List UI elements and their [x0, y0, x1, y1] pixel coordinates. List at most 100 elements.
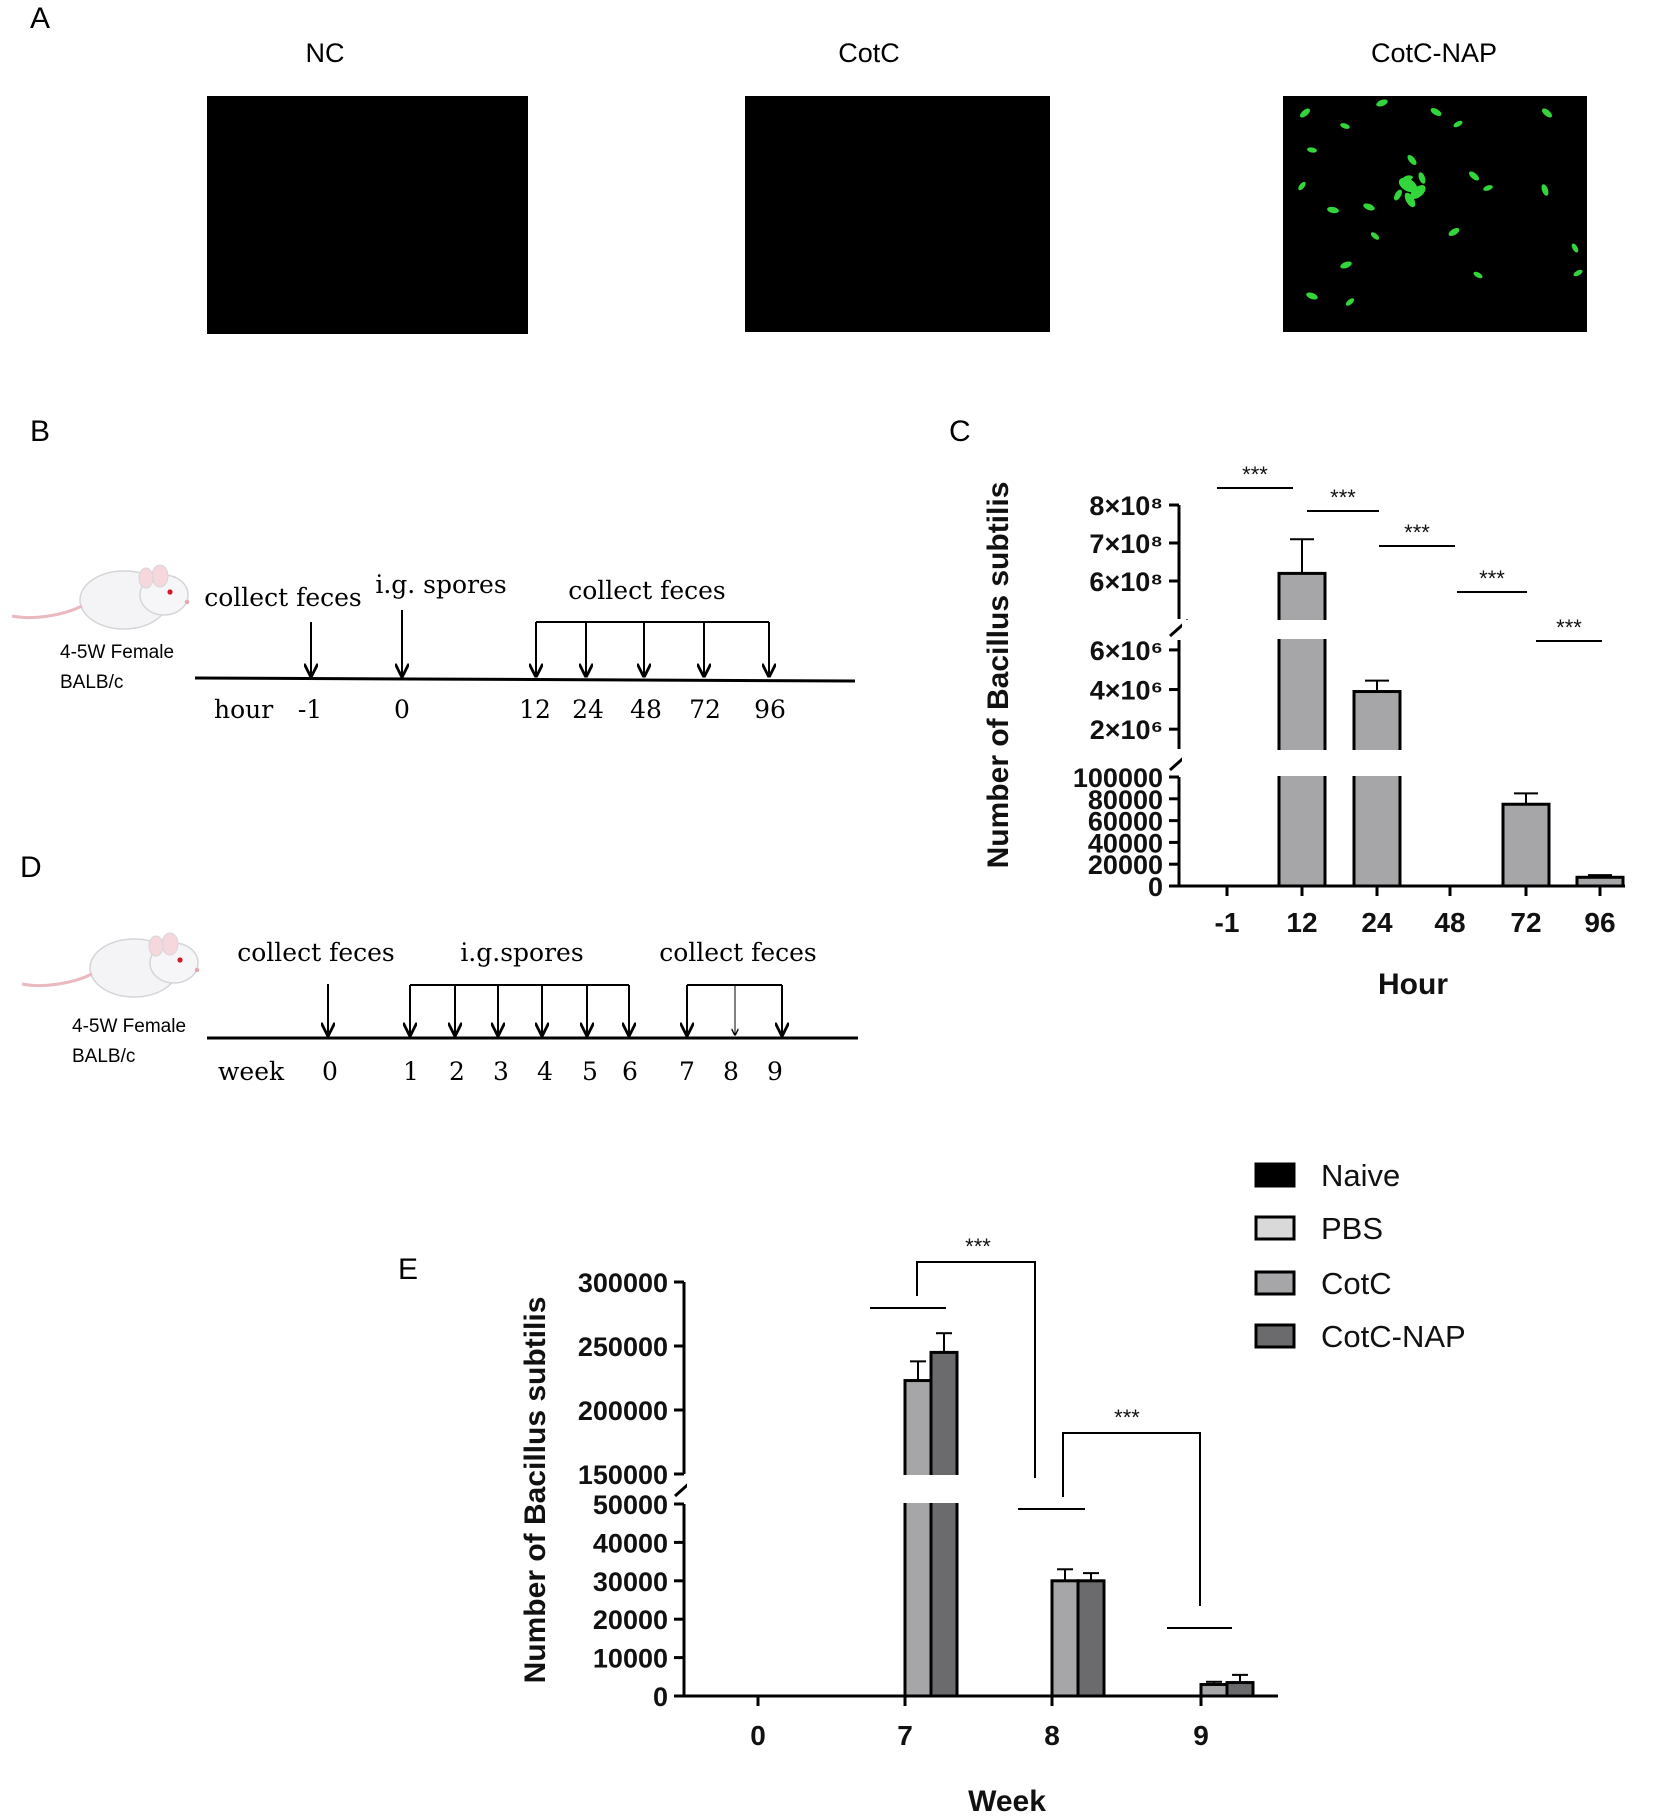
significance-bracket — [916, 1261, 1036, 1478]
timeline-tick: 0 — [322, 1057, 338, 1086]
significance-label: *** — [965, 1234, 991, 1259]
timeline-tick: 3 — [493, 1057, 509, 1086]
collect-feces-label-2: collect feces — [659, 938, 817, 967]
y-tick-label: 40000 — [1088, 828, 1163, 858]
mouse-label-line1: 4-5W Female — [72, 1016, 186, 1037]
timeline-axis-label: week — [218, 1057, 285, 1086]
bar — [1501, 802, 1551, 888]
bar — [1050, 1579, 1080, 1698]
legend-swatch — [1254, 1215, 1296, 1241]
x-tick-label: 7 — [897, 1720, 913, 1751]
legend-label: PBS — [1321, 1211, 1383, 1246]
panel-label-b: B — [30, 415, 50, 448]
x-tick-label: 96 — [1584, 907, 1615, 938]
y-tick-label: 0 — [653, 1682, 668, 1712]
x-axis-label: Week — [968, 1785, 1046, 1816]
micrograph-cotc — [745, 96, 1050, 332]
x-tick-label: 48 — [1434, 907, 1465, 938]
x-axis-label: Hour — [1378, 968, 1448, 1001]
x-tick-label: 8 — [1044, 1720, 1060, 1751]
legend-label: Naive — [1321, 1158, 1400, 1193]
x-tick-label: 9 — [1193, 1720, 1209, 1751]
y-tick-label: 300000 — [578, 1268, 668, 1298]
mouse-illustration — [11, 564, 190, 630]
panel-b-timeline: 4-5W Female BALB/c collect feces i.g. sp… — [11, 564, 856, 724]
micrograph-nc — [207, 96, 528, 334]
panel-a: NC CotC CotC-NAP — [207, 38, 1587, 334]
ig-spores-label: i.g.spores — [460, 938, 583, 967]
timeline-tick: -1 — [298, 695, 322, 724]
y-tick-label: 200000 — [578, 1396, 668, 1426]
y-tick-label: 8×10⁸ — [1089, 491, 1163, 521]
significance-label: *** — [1556, 615, 1582, 640]
legend-label: CotC-NAP — [1321, 1319, 1466, 1354]
bar — [1575, 875, 1625, 888]
y-axis-label: Number of Bacillus subtilis — [519, 1297, 552, 1684]
axis-break-gap — [1182, 620, 1622, 639]
timeline-axis-label: hour — [214, 695, 273, 724]
y-tick-label: 250000 — [578, 1332, 668, 1362]
x-tick-label: 0 — [750, 1720, 766, 1751]
axis-break-gap — [1182, 750, 1622, 776]
x-tick-label: 24 — [1361, 907, 1393, 938]
y-tick-label: 0 — [1148, 872, 1163, 902]
y-tick-label: 80000 — [1088, 785, 1163, 815]
legend-swatch — [1254, 1323, 1296, 1349]
significance-label: *** — [1114, 1405, 1140, 1430]
timeline-axis — [194, 676, 856, 683]
panel-label-e: E — [398, 1253, 418, 1286]
timeline-tick: 96 — [754, 695, 786, 724]
chart-e: 0100002000030000400005000015000020000025… — [519, 1158, 1466, 1816]
mouse-label-line2: BALB/c — [72, 1046, 135, 1067]
timeline-tick: 4 — [537, 1057, 553, 1086]
y-axis-label: Number of Bacillus subtilis — [982, 482, 1015, 869]
bar — [929, 1350, 959, 1698]
timeline-tick: 48 — [630, 695, 662, 724]
legend-label: CotC — [1321, 1266, 1392, 1301]
micrograph-title-nc: NC — [306, 38, 345, 68]
micrograph-cotc-nap — [1283, 96, 1587, 332]
timeline-tick: 1 — [403, 1057, 419, 1086]
y-tick-label: 7×10⁸ — [1089, 529, 1163, 559]
y-tick-label: 50000 — [593, 1490, 668, 1520]
timeline-tick: 7 — [679, 1057, 695, 1086]
x-tick-label: -1 — [1215, 907, 1240, 938]
bar — [903, 1379, 933, 1698]
bar — [1352, 690, 1402, 888]
micrograph-title-cotc: CotC — [838, 38, 900, 68]
timeline-tick: 0 — [394, 695, 410, 724]
significance-label: *** — [1404, 520, 1430, 545]
panel-d-timeline: 4-5W Female BALB/c collect feces i.g.spo… — [21, 932, 858, 1086]
y-tick-label: 2×10⁶ — [1090, 715, 1163, 745]
y-tick-label: 6×10⁸ — [1089, 567, 1163, 597]
y-tick-label: 100000 — [1073, 763, 1163, 793]
timeline-tick: 24 — [572, 695, 604, 724]
timeline-tick: 2 — [449, 1057, 465, 1086]
collect-feces-label-2: collect feces — [568, 576, 726, 605]
chart-c: 0200004000060000800001000002×10⁶4×10⁶6×1… — [982, 462, 1625, 1001]
collect-feces-label-1: collect feces — [237, 938, 395, 967]
y-tick-label: 40000 — [593, 1528, 668, 1558]
significance-label: *** — [1242, 462, 1268, 487]
bar — [1076, 1579, 1106, 1698]
y-tick-label: 60000 — [1088, 807, 1163, 837]
legend-swatch — [1254, 1270, 1296, 1296]
x-tick-label: 12 — [1286, 907, 1317, 938]
timeline-tick: 5 — [582, 1057, 598, 1086]
significance-label: *** — [1479, 566, 1505, 591]
bar — [1199, 1682, 1229, 1698]
significance-label: *** — [1330, 485, 1356, 510]
timeline-tick: 12 — [519, 695, 551, 724]
mouse-label-line1: 4-5W Female — [60, 642, 174, 663]
panel-label-d: D — [20, 851, 42, 884]
x-tick-label: 72 — [1510, 907, 1541, 938]
micrograph-title-cotc-nap: CotC-NAP — [1371, 38, 1497, 68]
timeline-tick: 9 — [767, 1057, 783, 1086]
significance-bracket — [1062, 1432, 1201, 1606]
timeline-tick: 8 — [723, 1057, 739, 1086]
mouse-label-line2: BALB/c — [60, 672, 123, 693]
y-tick-label: 30000 — [593, 1567, 668, 1597]
y-tick-label: 20000 — [1088, 850, 1163, 880]
y-tick-label: 6×10⁶ — [1090, 636, 1163, 666]
